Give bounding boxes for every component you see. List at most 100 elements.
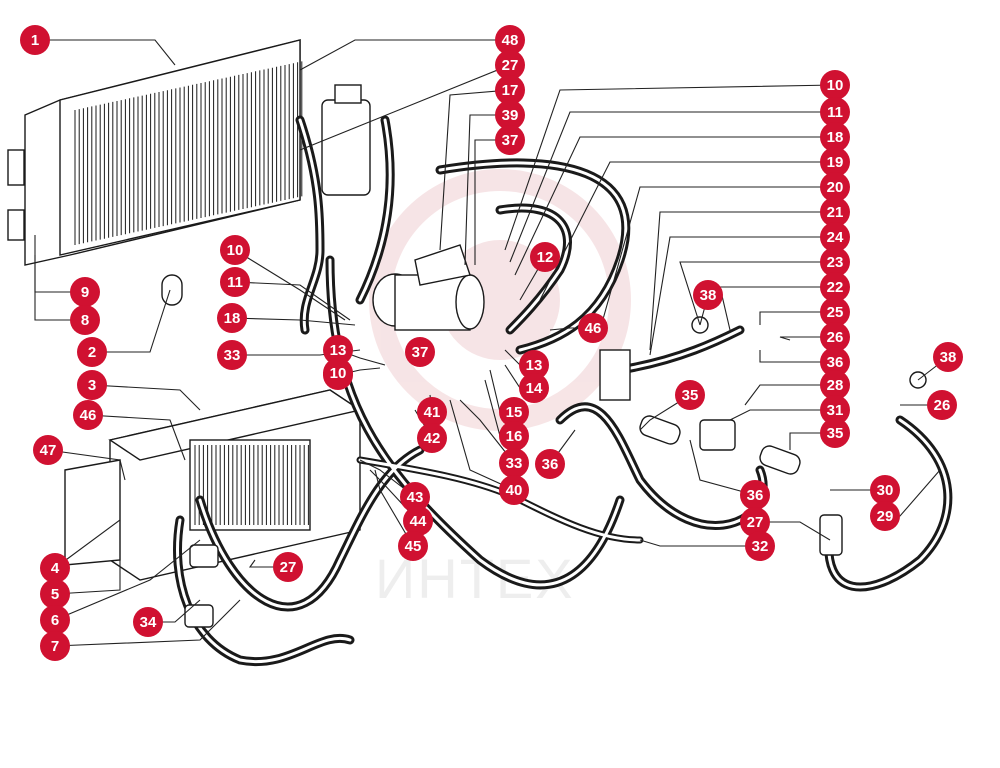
callout-marker: 38 xyxy=(933,342,963,372)
callout-number: 47 xyxy=(40,442,57,459)
callout-marker: 34 xyxy=(133,607,163,637)
callout-number: 8 xyxy=(81,312,89,329)
leader-line xyxy=(299,64,511,151)
leader-line xyxy=(599,186,835,331)
callout-circle xyxy=(740,507,770,537)
callout-marker: 4 xyxy=(40,553,70,583)
callout-marker: 27 xyxy=(495,50,525,80)
callout-circle xyxy=(820,272,850,302)
callout-number: 39 xyxy=(502,107,519,124)
fittings xyxy=(161,274,927,628)
callout-marker: 38 xyxy=(693,280,723,310)
callout-circle xyxy=(495,100,525,130)
callout-number: 30 xyxy=(877,482,894,499)
callout-number: 29 xyxy=(877,508,894,525)
callout-circle xyxy=(519,350,549,380)
callout-number: 44 xyxy=(410,513,427,530)
callout-number: 35 xyxy=(827,425,844,442)
callout-marker: 36 xyxy=(535,449,565,479)
callout-circle xyxy=(217,303,247,333)
callout-marker: 30 xyxy=(870,475,900,505)
callout-number: 33 xyxy=(506,455,523,472)
callout-circle xyxy=(403,506,433,536)
callout-circle xyxy=(870,501,900,531)
callout-marker: 31 xyxy=(820,395,850,425)
leader-line xyxy=(234,249,346,321)
callout-circle xyxy=(820,347,850,377)
leader-line xyxy=(759,350,835,363)
receiver-drier xyxy=(321,84,371,196)
leader-line xyxy=(439,89,511,251)
callout-number: 46 xyxy=(80,407,97,424)
callout-circle xyxy=(220,267,250,297)
leader-line xyxy=(639,394,691,431)
callout-number: 1 xyxy=(31,32,39,49)
callout-marker: 10 xyxy=(220,235,250,265)
callout-circle xyxy=(400,482,430,512)
callout-marker: 36 xyxy=(740,480,770,510)
callout-marker: 22 xyxy=(820,272,850,302)
evaporator-unit xyxy=(64,389,362,581)
callout-marker: 10 xyxy=(820,70,850,100)
callout-circle xyxy=(535,449,565,479)
callout-number: 12 xyxy=(537,249,554,266)
callout-circle xyxy=(820,222,850,252)
leader-line xyxy=(649,211,835,351)
callout-marker: 8 xyxy=(70,305,100,335)
callout-circle xyxy=(323,335,353,365)
callout-marker: 10 xyxy=(323,358,353,388)
callout-number: 16 xyxy=(506,428,523,445)
callout-number: 28 xyxy=(827,377,844,394)
callout-marker: 26 xyxy=(820,322,850,352)
callout-circle xyxy=(33,435,63,465)
callout-circle xyxy=(77,337,107,367)
callout-marker: 41 xyxy=(417,397,447,427)
callout-number: 38 xyxy=(940,349,957,366)
leader-line xyxy=(509,111,835,263)
callout-number: 37 xyxy=(412,344,429,361)
callout-marker: 46 xyxy=(73,400,103,430)
callout-circle xyxy=(20,25,50,55)
callout-circle xyxy=(820,197,850,227)
leader-line xyxy=(449,399,515,491)
callout-number: 13 xyxy=(526,357,543,374)
callout-circle xyxy=(220,235,250,265)
callout-marker: 46 xyxy=(578,313,608,343)
callout-number: 11 xyxy=(827,104,843,121)
callout-marker: 18 xyxy=(820,122,850,152)
leader-line xyxy=(54,520,121,595)
leader-line xyxy=(514,136,835,276)
callout-number: 20 xyxy=(827,179,844,196)
callout-number: 37 xyxy=(502,132,519,149)
callout-number: 23 xyxy=(827,254,844,271)
callout-number: 11 xyxy=(227,274,243,291)
callout-circle xyxy=(217,340,247,370)
callout-circle xyxy=(745,531,775,561)
callout-marker: 26 xyxy=(927,390,957,420)
callout-circle xyxy=(40,553,70,583)
callout-circle xyxy=(73,400,103,430)
callout-circle xyxy=(70,305,100,335)
callout-marker: 23 xyxy=(820,247,850,277)
callout-marker: 2 xyxy=(77,337,107,367)
callout-marker: 6 xyxy=(40,605,70,635)
callout-number: 6 xyxy=(51,612,59,629)
leader-line xyxy=(459,399,515,464)
callout-circle xyxy=(820,247,850,277)
callout-marker: 15 xyxy=(499,397,529,427)
callout-marker: 11 xyxy=(220,267,250,297)
callout-number: 43 xyxy=(407,489,424,506)
leader-line xyxy=(234,281,351,321)
callout-circle xyxy=(70,277,100,307)
callout-marker: 36 xyxy=(820,347,850,377)
callout-circle xyxy=(495,50,525,80)
leader-line xyxy=(47,449,126,481)
leader-line xyxy=(35,39,176,66)
callout-circle xyxy=(499,421,529,451)
callout-circle xyxy=(133,607,163,637)
callout-marker: 28 xyxy=(820,370,850,400)
callout-marker: 21 xyxy=(820,197,850,227)
callout-marker: 3 xyxy=(77,370,107,400)
callout-number: 26 xyxy=(827,329,844,346)
